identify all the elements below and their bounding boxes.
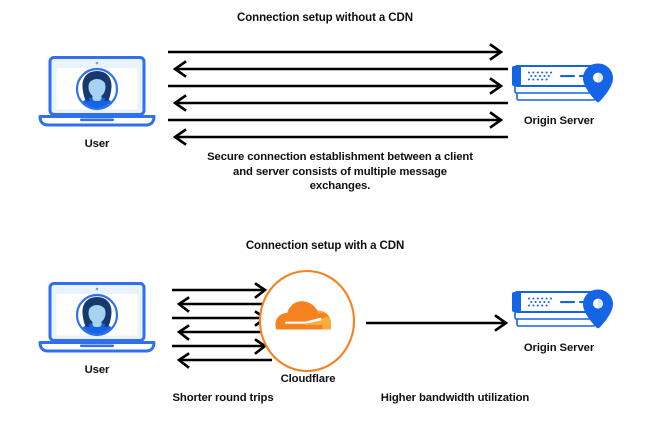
origin-server-icon-top xyxy=(512,62,618,116)
cloudflare-logo-icon xyxy=(258,269,356,373)
section-title-with-cdn: Connection setup with a CDN xyxy=(245,240,405,252)
higher-bandwidth-label: Higher bandwidth utilization xyxy=(380,392,530,404)
message-exchange-arrows-top xyxy=(168,43,508,146)
cloudflare-label: Cloudflare xyxy=(280,373,336,385)
server-location-icon xyxy=(512,289,613,329)
caption-top-line-1: Secure connection establishment between … xyxy=(207,151,473,163)
origin-server-label-top: Origin Server xyxy=(523,115,595,127)
server-location-icon xyxy=(512,63,613,103)
caption-top-line-2: and server consists of multiple message xyxy=(233,165,447,178)
user-laptop-icon-bottom xyxy=(36,282,158,354)
origin-server-icon-bottom xyxy=(512,288,618,342)
section-title-without-cdn: Connection setup without a CDN xyxy=(237,12,413,24)
user-label-top: User xyxy=(84,138,110,150)
short-roundtrip-arrows xyxy=(172,282,272,369)
laptop-user-icon xyxy=(38,282,156,353)
origin-server-label-bottom: Origin Server xyxy=(523,342,595,354)
cdn-to-origin-arrow-wrap xyxy=(366,314,511,332)
user-label-bottom: User xyxy=(84,364,110,376)
shorter-round-trips-label: Shorter round trips xyxy=(172,392,274,404)
laptop-user-icon xyxy=(38,56,156,127)
user-laptop-icon-top xyxy=(36,56,158,128)
caption-top: Secure connection establishment between … xyxy=(160,150,520,194)
cloudflare-node xyxy=(258,268,358,374)
caption-top-line-3: exchanges. xyxy=(309,180,371,192)
